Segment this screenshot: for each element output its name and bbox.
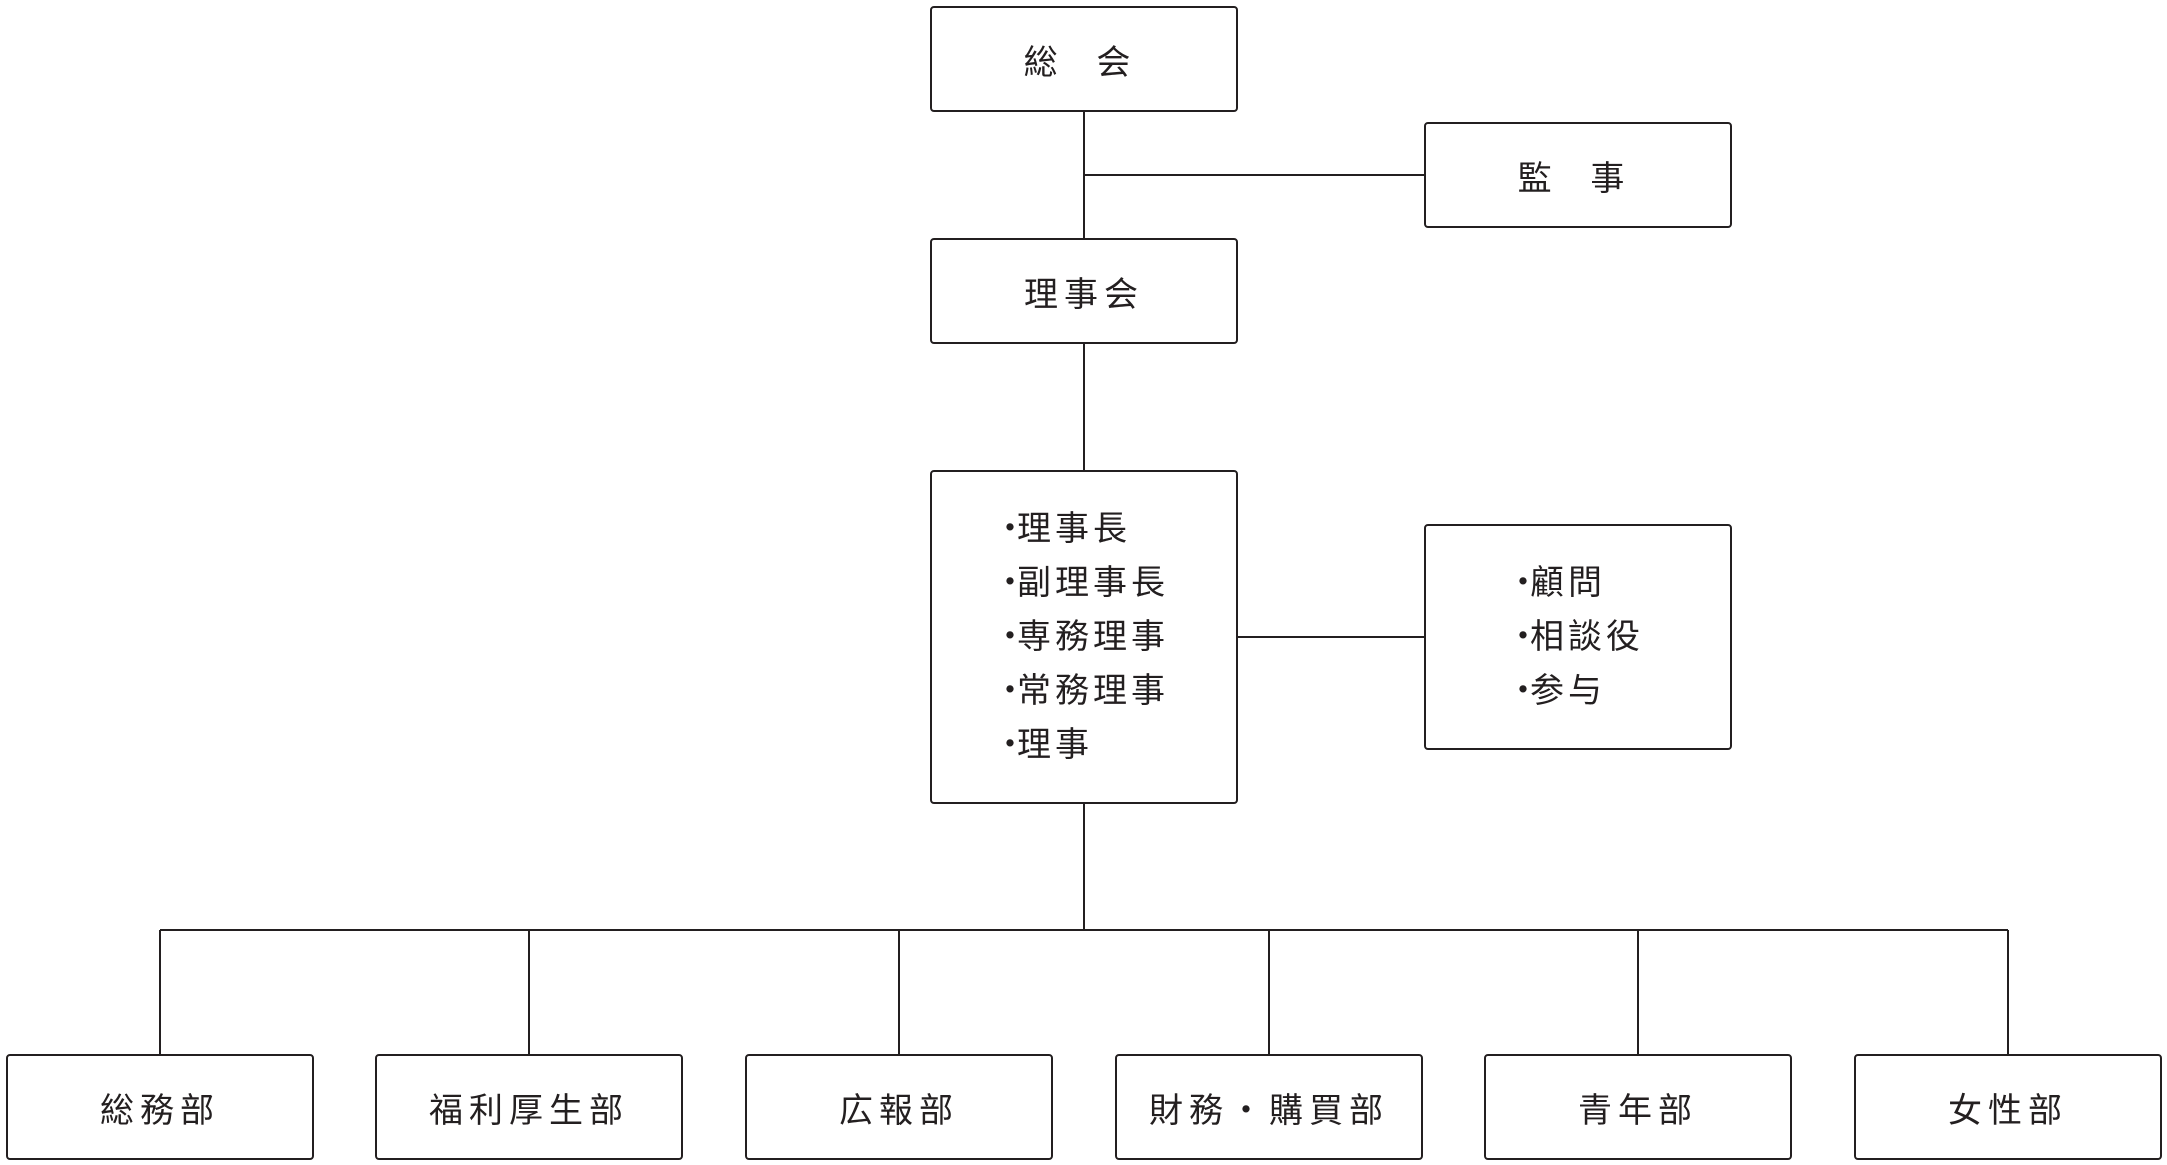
department-box-finance-purchasing: 財務・購買部 xyxy=(1115,1054,1423,1160)
auditor-label: 監 事 xyxy=(1517,158,1639,199)
department-label: 青年部 xyxy=(1578,1090,1698,1131)
officers-box: 理事長 副理事長 専務理事 常務理事 理事 xyxy=(930,470,1238,804)
department-box-welfare: 福利厚生部 xyxy=(375,1054,683,1160)
general-assembly-box: 総 会 xyxy=(930,6,1238,112)
department-box-general-affairs: 総務部 xyxy=(6,1054,314,1160)
advisor-item: 参与 xyxy=(1512,664,1644,718)
general-assembly-label: 総 会 xyxy=(1023,42,1145,83)
advisor-item: 相談役 xyxy=(1512,610,1644,664)
officer-item: 副理事長 xyxy=(999,556,1169,610)
department-label: 広報部 xyxy=(839,1090,959,1131)
officer-item: 常務理事 xyxy=(999,664,1169,718)
department-label: 福利厚生部 xyxy=(429,1090,629,1131)
department-label: 女性部 xyxy=(1948,1090,2068,1131)
officer-item: 理事 xyxy=(999,718,1169,772)
auditor-box: 監 事 xyxy=(1424,122,1732,228)
department-box-youth: 青年部 xyxy=(1484,1054,1792,1160)
department-box-public-relations: 広報部 xyxy=(745,1054,1053,1160)
officer-item: 理事長 xyxy=(999,502,1169,556)
department-label: 財務・購買部 xyxy=(1149,1090,1389,1131)
officer-item: 専務理事 xyxy=(999,610,1169,664)
board-label: 理事会 xyxy=(1024,274,1144,315)
advisors-list: 顧問 相談役 参与 xyxy=(1512,556,1644,718)
officers-list: 理事長 副理事長 専務理事 常務理事 理事 xyxy=(999,502,1169,772)
advisors-box: 顧問 相談役 参与 xyxy=(1424,524,1732,750)
department-box-women: 女性部 xyxy=(1854,1054,2162,1160)
department-label: 総務部 xyxy=(100,1090,220,1131)
advisor-item: 顧問 xyxy=(1512,556,1644,610)
board-box: 理事会 xyxy=(930,238,1238,344)
